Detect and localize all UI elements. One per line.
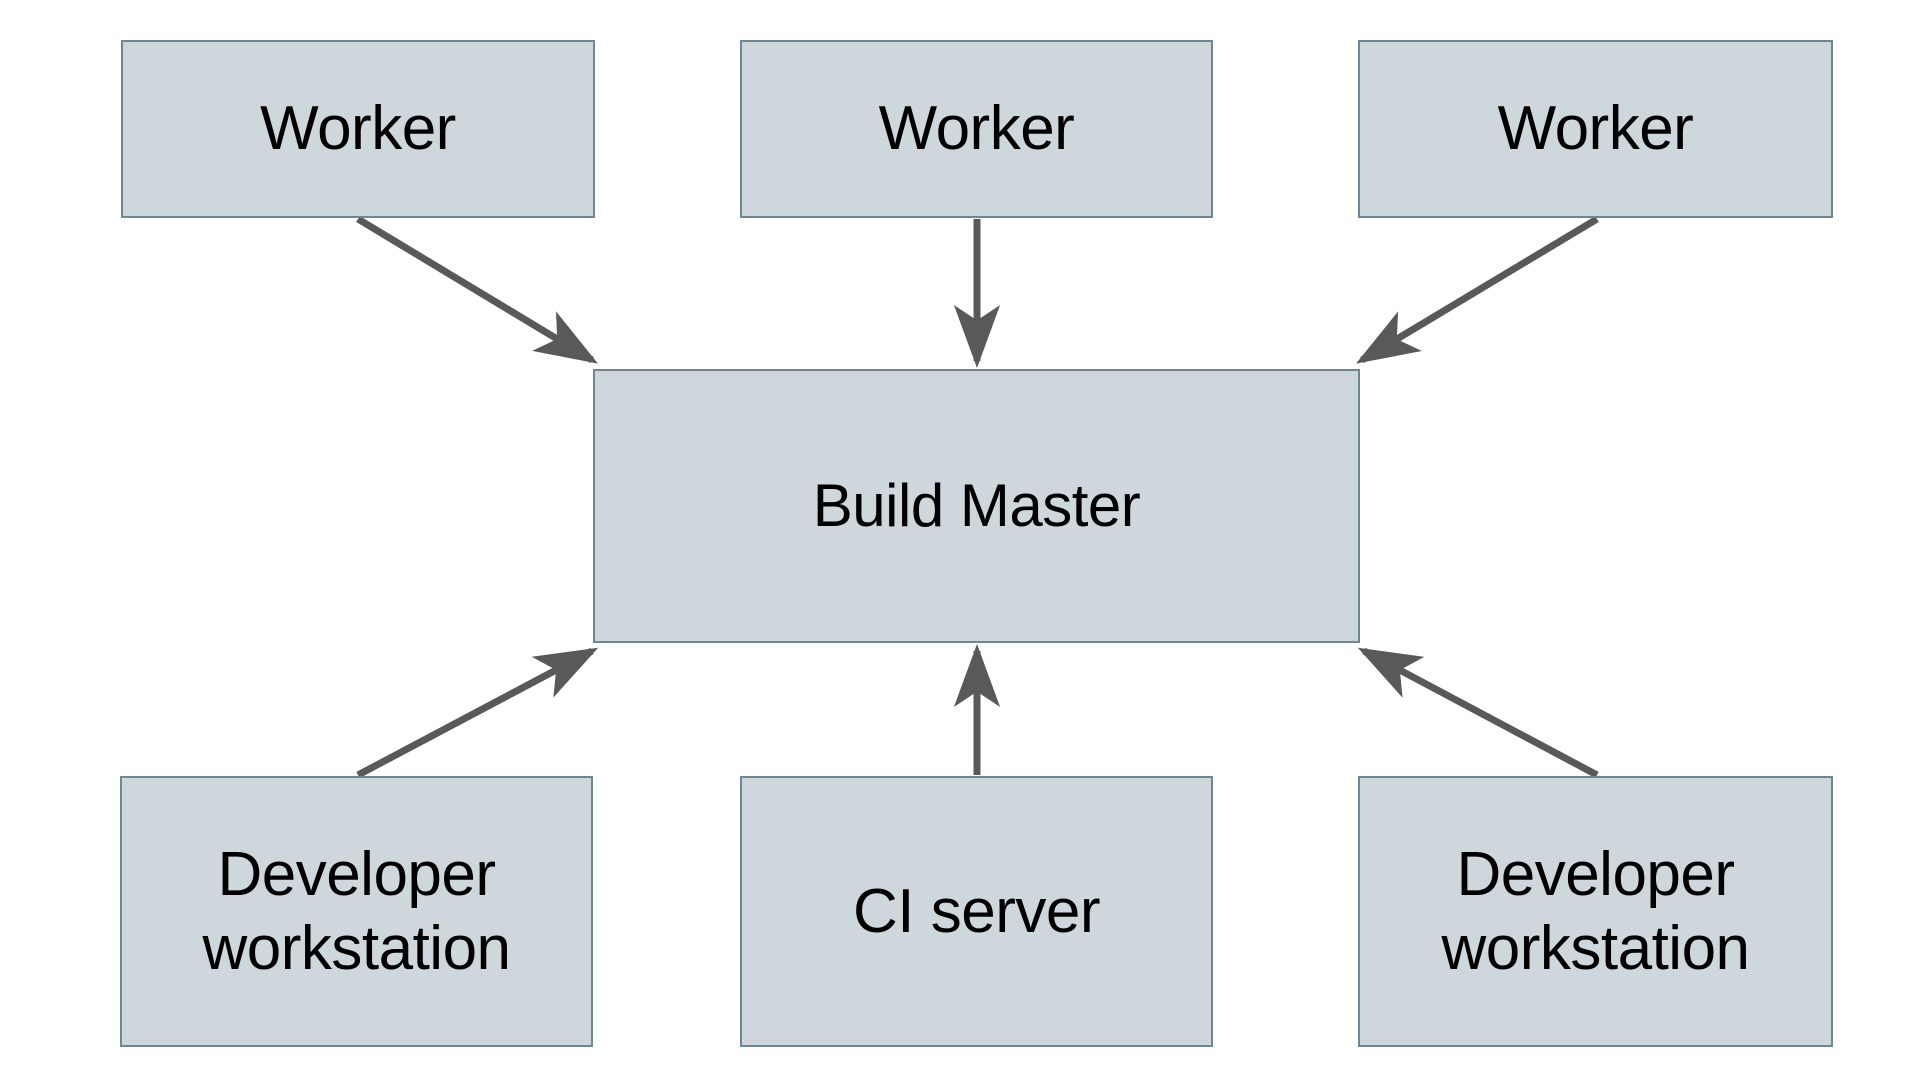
node-worker-3[interactable]: Worker	[1358, 40, 1833, 218]
node-worker-3-label: Worker	[1497, 94, 1694, 164]
node-build-master-label: Build Master	[812, 471, 1141, 539]
node-developer-workstation-left-label: Developer workstation	[202, 840, 511, 983]
edge-dev-ws-right-to-build-master	[1357, 647, 1599, 779]
node-developer-workstation-right-label: Developer workstation	[1441, 840, 1750, 983]
edge-worker-1-to-build-master	[356, 216, 598, 364]
node-developer-workstation-left[interactable]: Developer workstation	[120, 776, 593, 1047]
node-worker-1[interactable]: Worker	[121, 40, 595, 218]
edge-dev-ws-left-to-build-master	[356, 647, 599, 779]
node-build-master[interactable]: Build Master	[593, 369, 1360, 643]
node-worker-1-label: Worker	[260, 94, 456, 164]
node-ci-server[interactable]: CI server	[740, 776, 1213, 1047]
edge-worker-3-to-build-master	[1355, 215, 1599, 364]
node-developer-workstation-right[interactable]: Developer workstation	[1358, 776, 1833, 1047]
node-ci-server-label: CI server	[853, 876, 1100, 946]
node-worker-2-label: Worker	[878, 94, 1075, 164]
node-worker-2[interactable]: Worker	[740, 40, 1213, 218]
